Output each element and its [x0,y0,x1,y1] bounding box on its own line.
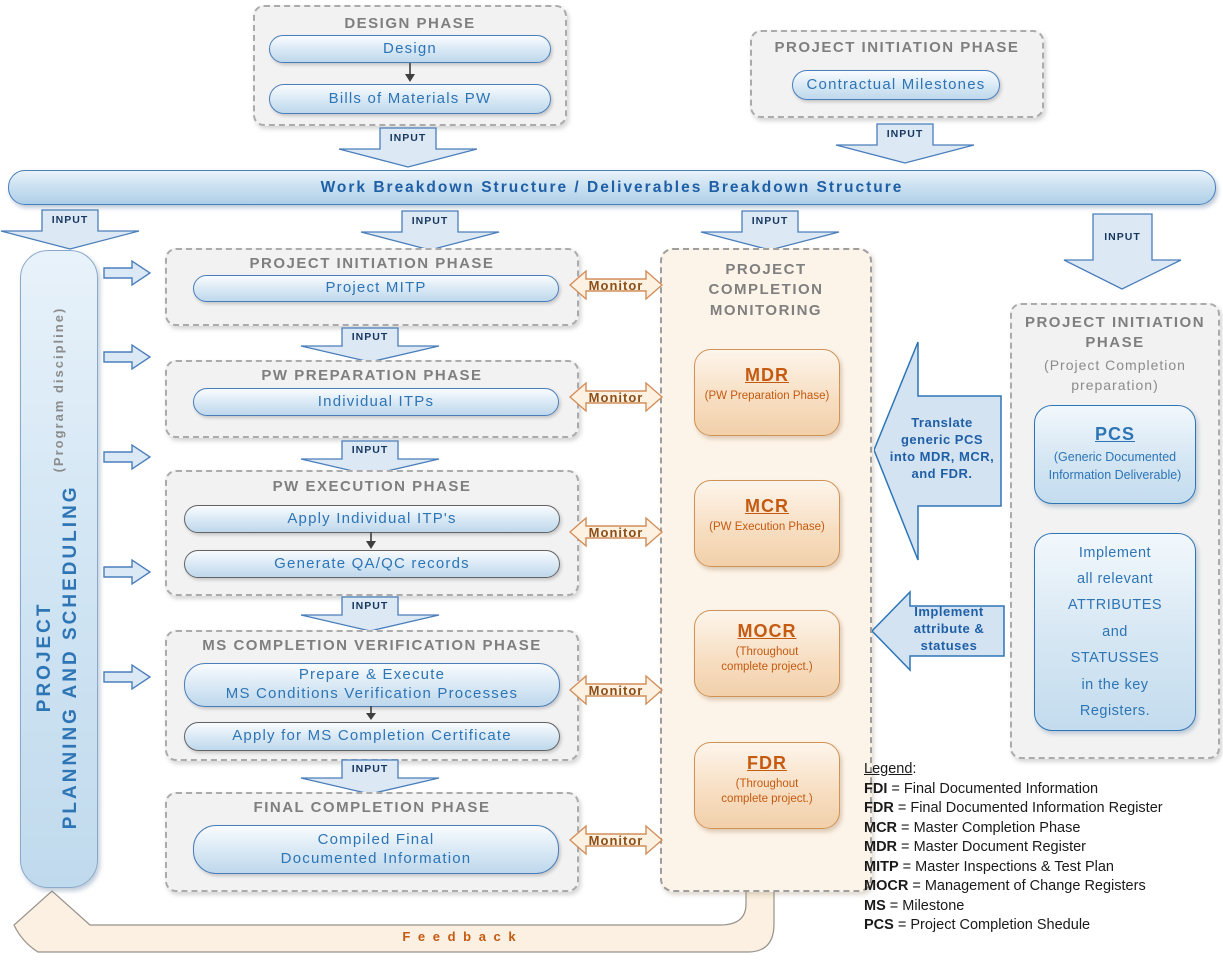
sidebar-text: PROJECT PLANNING AND SCHEDULING (Program… [18,258,98,878]
input-arrow-icon: INPUT [300,596,440,637]
input-arrow-icon: INPUT [0,209,140,250]
right-arrow-icon [103,443,151,471]
legend-item: MS = Milestone [864,897,965,914]
right-initiation-column: PROJECT INITIATION PHASE (Project Comple… [1010,303,1220,759]
translate-pcs-arrow-icon [874,341,1002,561]
compiled-final-pill: Compiled Final Documented Information [193,825,559,874]
implement-attribute-arrow-icon [872,590,1005,672]
monitoring-title-line: COMPLETION [708,281,824,299]
phase-box-ms-completion-verification: MS COMPLETION VERIFICATION PHASE Prepare… [165,630,579,761]
generate-qaqc-pill: Generate QA/QC records [184,550,560,578]
design-phase-title: DESIGN PHASE [344,15,476,32]
design-phase-box: DESIGN PHASE Design Bills of Materials P… [253,5,567,126]
monitor-arrow-icon: Monitor [568,378,664,416]
mocr-register-box: MOCR (Throughout complete project.) [694,610,840,697]
project-initiation-top-box: PROJECT INITIATION PHASE Contractual Mil… [750,30,1044,118]
sidebar-title: PROJECT PLANNING AND SCHEDULING [34,484,81,830]
input-arrow-icon: INPUT [300,327,440,368]
planning-scheduling-sidebar [20,250,98,888]
right-column-subtitle: (Project Completion preparation) [1044,357,1186,394]
implement-attributes-box: Implement all relevant ATTRIBUTES and ST… [1034,533,1196,731]
input-arrow-icon: INPUT [360,210,500,251]
feedback-label: F e e d b a c k [402,929,518,944]
individual-itps-pill: Individual ITPs [193,388,559,416]
project-mitp-pill: Project MITP [193,275,559,302]
input-arrow-icon: INPUT [1063,213,1182,291]
legend: Legend: FDI = Final Documented Informati… [864,760,1220,936]
legend-item: FDR = Final Documented Information Regis… [864,800,1163,816]
monitor-arrow-icon: Monitor [568,513,664,551]
input-arrow-icon: INPUT [338,127,478,168]
wbs-banner-label: Work Breakdown Structure / Deliverables … [320,178,904,196]
legend-item: FDI = Final Documented Information [864,780,1099,797]
sidebar-subtitle: (Program discipline) [50,306,66,473]
design-pill: Design [269,35,551,63]
down-connector-icon [405,63,415,82]
input-arrow-icon: INPUT [700,210,840,251]
fdr-register-box: FDR (Throughout complete project.) [694,742,840,829]
right-arrow-icon [103,259,151,287]
bills-of-materials-pill: Bills of Materials PW [269,84,551,114]
apply-certificate-pill: Apply for MS Completion Certificate [184,722,560,751]
mdr-register-box: MDR (PW Preparation Phase) [694,349,840,436]
monitor-arrow-icon: Monitor [568,671,664,709]
mcr-register-box: MCR (PW Execution Phase) [694,480,840,567]
legend-item: MITP = Master Inspections & Test Plan [864,858,1114,875]
right-arrow-icon [103,558,151,586]
translate-pcs-arrow-text: Translate generic PCS into MDR, MCR, and… [889,415,995,481]
input-arrow-icon: INPUT [300,759,440,800]
right-arrow-icon [103,343,151,371]
wbs-banner: Work Breakdown Structure / Deliverables … [8,170,1216,205]
monitoring-title-line: MONITORING [709,301,823,319]
down-connector-icon [366,706,376,720]
apply-itps-pill: Apply Individual ITP's [184,505,560,533]
right-arrow-icon [103,663,151,691]
prepare-execute-pill: Prepare & Execute MS Conditions Verifica… [184,663,560,707]
phase-box-project-initiation: PROJECT INITIATION PHASE Project MITP [165,248,579,326]
monitor-arrow-icon: Monitor [568,821,664,859]
input-arrow-icon: INPUT [300,440,440,481]
legend-item: MOCR = Management of Change Registers [864,878,1146,894]
contractual-milestones-pill: Contractual Milestones [792,70,1000,100]
right-column-title: PROJECT INITIATION PHASE [1024,314,1206,352]
down-connector-icon [366,532,376,549]
pcs-abbr: PCS [1094,424,1135,444]
implement-attribute-arrow-text: Implement attribute & statuses [913,604,985,653]
monitor-arrow-icon: Monitor [568,266,664,304]
initiation-top-title: PROJECT INITIATION PHASE [774,39,1020,56]
legend-heading: Legend: [864,761,917,777]
phase-box-final-completion: FINAL COMPLETION PHASE Compiled Final Do… [165,792,579,892]
legend-item: PCS = Project Completion Shedule [864,917,1091,933]
phase-box-pw-execution: PW EXECUTION PHASE Apply Individual ITP'… [165,470,579,596]
phase-box-pw-preparation: PW PREPARATION PHASE Individual ITPs [165,360,579,438]
pcs-box: PCS (Generic Documented Information Deli… [1034,405,1196,504]
project-completion-monitoring-column: PROJECT COMPLETION MONITORING MDR (PW Pr… [660,248,872,892]
input-arrow-icon: INPUT [835,123,975,164]
legend-item: MDR = Master Document Register [864,839,1087,855]
feedback-arrow [13,885,775,953]
monitoring-title-line: PROJECT [725,261,807,278]
pcs-note: (Generic Documented Information Delivera… [1048,450,1182,482]
legend-item: MCR = Master Completion Phase [864,819,1081,836]
